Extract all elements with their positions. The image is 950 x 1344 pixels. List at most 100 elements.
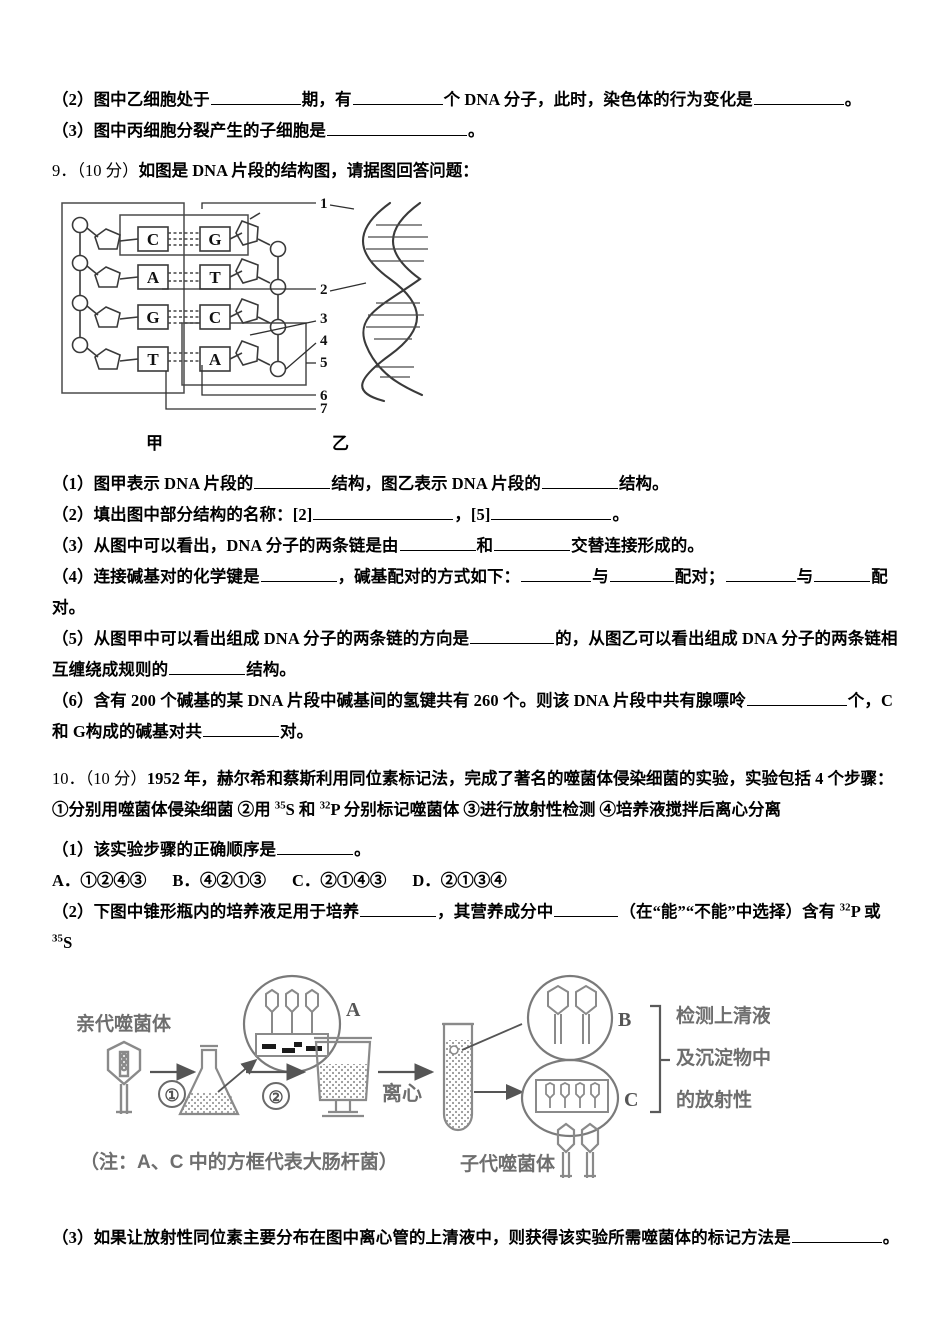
- question-9-stem: 9．（10 分）如图是 DNA 片段的结构图，请据图回答问题：: [52, 155, 910, 186]
- answer-blank[interactable]: [399, 534, 476, 551]
- answer-blank[interactable]: [791, 1226, 882, 1243]
- phage-parent-label: 亲代噬菌体: [76, 1012, 172, 1035]
- phage-step-1-label: ①: [164, 1086, 179, 1105]
- q9-p5-text-b: 的，从图乙可以看出组成 DNA 分子的两条链相互: [52, 629, 898, 679]
- answer-blank[interactable]: [491, 503, 612, 520]
- q9-p3-text-c: 交替连接形成的。: [571, 536, 704, 555]
- answer-blank[interactable]: [254, 472, 331, 489]
- q8-p3-text-a: 图中丙细胞分裂产生的子细胞是: [93, 121, 326, 140]
- answer-blank[interactable]: [313, 503, 454, 520]
- answer-blank[interactable]: [352, 88, 443, 105]
- answer-blank[interactable]: [554, 900, 619, 917]
- phage-label-A: A: [346, 999, 361, 1021]
- circle-A: [242, 974, 342, 1074]
- q9-score: （10 分）: [76, 161, 139, 180]
- answer-blank[interactable]: [260, 565, 337, 582]
- q9-p6-text-c: 构成的碱基对共: [85, 722, 202, 741]
- circle-B: [526, 974, 614, 1062]
- q10-score: （10 分）: [85, 769, 147, 788]
- question-9-part-4: （4）连接碱基对的化学键是，碱基配对的方式如下：与配对；与配对。: [52, 561, 910, 623]
- question-10-part-2-wrap: 35S: [52, 927, 910, 958]
- answer-blank[interactable]: [746, 689, 847, 706]
- option-b-value: ④②①③: [199, 871, 266, 890]
- q9-p1-text-a: 图甲表示 DNA 片段的: [93, 474, 254, 493]
- q9-p2-text-c: 。: [612, 505, 630, 524]
- base-right-1: G: [208, 230, 221, 249]
- question-10-part-2: （2）下图中锥形瓶内的培养液足用于培养，其营养成分中（在“能”“不能”中选择）含…: [52, 896, 910, 927]
- phage-experiment-figure: 亲代噬菌体 ①: [70, 972, 770, 1200]
- dna-leader-label-1: 1: [320, 196, 328, 212]
- q9-p2-text-a: 填出图中部分结构的名称：[2]: [93, 505, 313, 524]
- answer-blank[interactable]: [609, 565, 674, 582]
- q8-p2-label: （2）: [52, 90, 94, 109]
- q10-p3-text-b: 。: [882, 1228, 900, 1247]
- dna-structure-figure: C A G T G T C: [54, 195, 454, 433]
- base-left-3: G: [146, 308, 159, 327]
- q9-stem-text: 如图是 DNA 片段的结构图，请据图回答问题：: [138, 161, 479, 180]
- q9-p2-label: （2）: [52, 505, 94, 524]
- q10-p2-text-a: 下图中锥形瓶内的培养液足用于培养: [93, 902, 360, 921]
- q10-stem-mid-2: P 分别标记噬菌体 ③进行放射性检测 ④培养液搅拌后离心分离: [330, 800, 781, 819]
- answer-blank[interactable]: [725, 565, 796, 582]
- answer-blank[interactable]: [753, 88, 844, 105]
- base-left-4: T: [147, 350, 159, 369]
- question-8-part-3: （3）图中丙细胞分裂产生的子细胞是。: [52, 115, 910, 146]
- answer-blank[interactable]: [470, 627, 555, 644]
- phage-progeny-label: 子代噬菌体: [460, 1152, 556, 1175]
- phage-label-C: C: [624, 1089, 638, 1111]
- q9-p6-text-d: 对。: [279, 722, 314, 741]
- option-d[interactable]: D．②①③④: [412, 865, 506, 896]
- q9-p4-text-c: 与: [592, 567, 609, 586]
- q8-p2-text-b: 期，有: [301, 90, 352, 109]
- answer-blank[interactable]: [169, 658, 246, 675]
- answer-blank[interactable]: [494, 534, 571, 551]
- circle-C: [520, 1058, 620, 1138]
- q10-stem-mid-1: S 和: [285, 800, 320, 819]
- question-10-part-3: （3）如果让放射性同位素主要分布在图中离心管的上清液中，则获得该实验所需噬菌体的…: [52, 1222, 910, 1253]
- base-right-2: T: [209, 268, 221, 287]
- phage-centrifuge-label: 离心: [382, 1081, 422, 1105]
- answer-blank[interactable]: [541, 472, 618, 489]
- q9-p4-text-d: 配对；: [674, 567, 725, 586]
- phage-step-2-label: ②: [268, 1088, 283, 1107]
- q8-p3-label: （3）: [52, 121, 94, 140]
- q10-p3-text-a: 如果让放射性同位素主要分布在图中离心管的上清液中，则获得该实验所需噬菌体的标记方…: [93, 1228, 791, 1247]
- dna-leader-label-5: 5: [320, 355, 328, 371]
- dna-leader-label-4: 4: [320, 333, 328, 349]
- option-a[interactable]: A．①②④③: [52, 865, 146, 896]
- q9-p1-label: （1）: [52, 474, 94, 493]
- detect-text-line-2: 及沉淀物中: [676, 1046, 770, 1069]
- answer-blank[interactable]: [814, 565, 871, 582]
- dna-leader-label-2: 2: [320, 282, 328, 298]
- q10-p2-label: （2）: [52, 902, 94, 921]
- q10-stem-text-1: 1952 年，赫尔希和蔡斯利用同位素标记法，完成了著名的噬菌体侵染细菌的实验，实…: [146, 769, 894, 788]
- question-9-part-3: （3）从图中可以看出，DNA 分子的两条链是由和交替连接形成的。: [52, 530, 910, 561]
- answer-blank[interactable]: [521, 565, 592, 582]
- answer-blank[interactable]: [326, 119, 467, 136]
- answer-blank[interactable]: [360, 900, 437, 917]
- question-9-part-5: （5）从图甲中可以看出组成 DNA 分子的两条链的方向是的，从图乙可以看出组成 …: [52, 623, 910, 685]
- q9-p3-text-b: 和: [476, 536, 494, 555]
- answer-blank[interactable]: [202, 720, 279, 737]
- option-b[interactable]: B．④②①③: [172, 865, 266, 896]
- q9-p5-text-c: 缠绕成规则的: [68, 660, 169, 679]
- base-left-1: C: [147, 230, 159, 249]
- q9-p4-text-e: 与: [796, 567, 814, 586]
- option-c[interactable]: C．②①④③: [292, 865, 386, 896]
- q9-number: 9．: [52, 161, 77, 180]
- dna-leader-label-7: 7: [320, 401, 328, 417]
- dna-figure-captions: 甲 乙: [54, 433, 454, 459]
- q9-p4-text-a: 连接碱基对的化学键是: [93, 567, 260, 586]
- dna-caption-left: 甲: [146, 434, 163, 453]
- answer-blank[interactable]: [277, 838, 354, 855]
- step-1-circle: [158, 1080, 186, 1108]
- base-right-3: C: [209, 308, 221, 327]
- phage-note: （注：A、C 中的方框代表大肠杆菌）: [80, 1150, 398, 1173]
- detect-text-line-1: 检测上清液: [676, 1004, 770, 1027]
- q9-p2-text-b: ，[5]: [454, 505, 491, 524]
- q10-p1-text-b: 。: [354, 840, 371, 859]
- q10-p3-label: （3）: [52, 1228, 94, 1247]
- isotope-35-sup-2: 35: [52, 932, 64, 945]
- answer-blank[interactable]: [210, 88, 301, 105]
